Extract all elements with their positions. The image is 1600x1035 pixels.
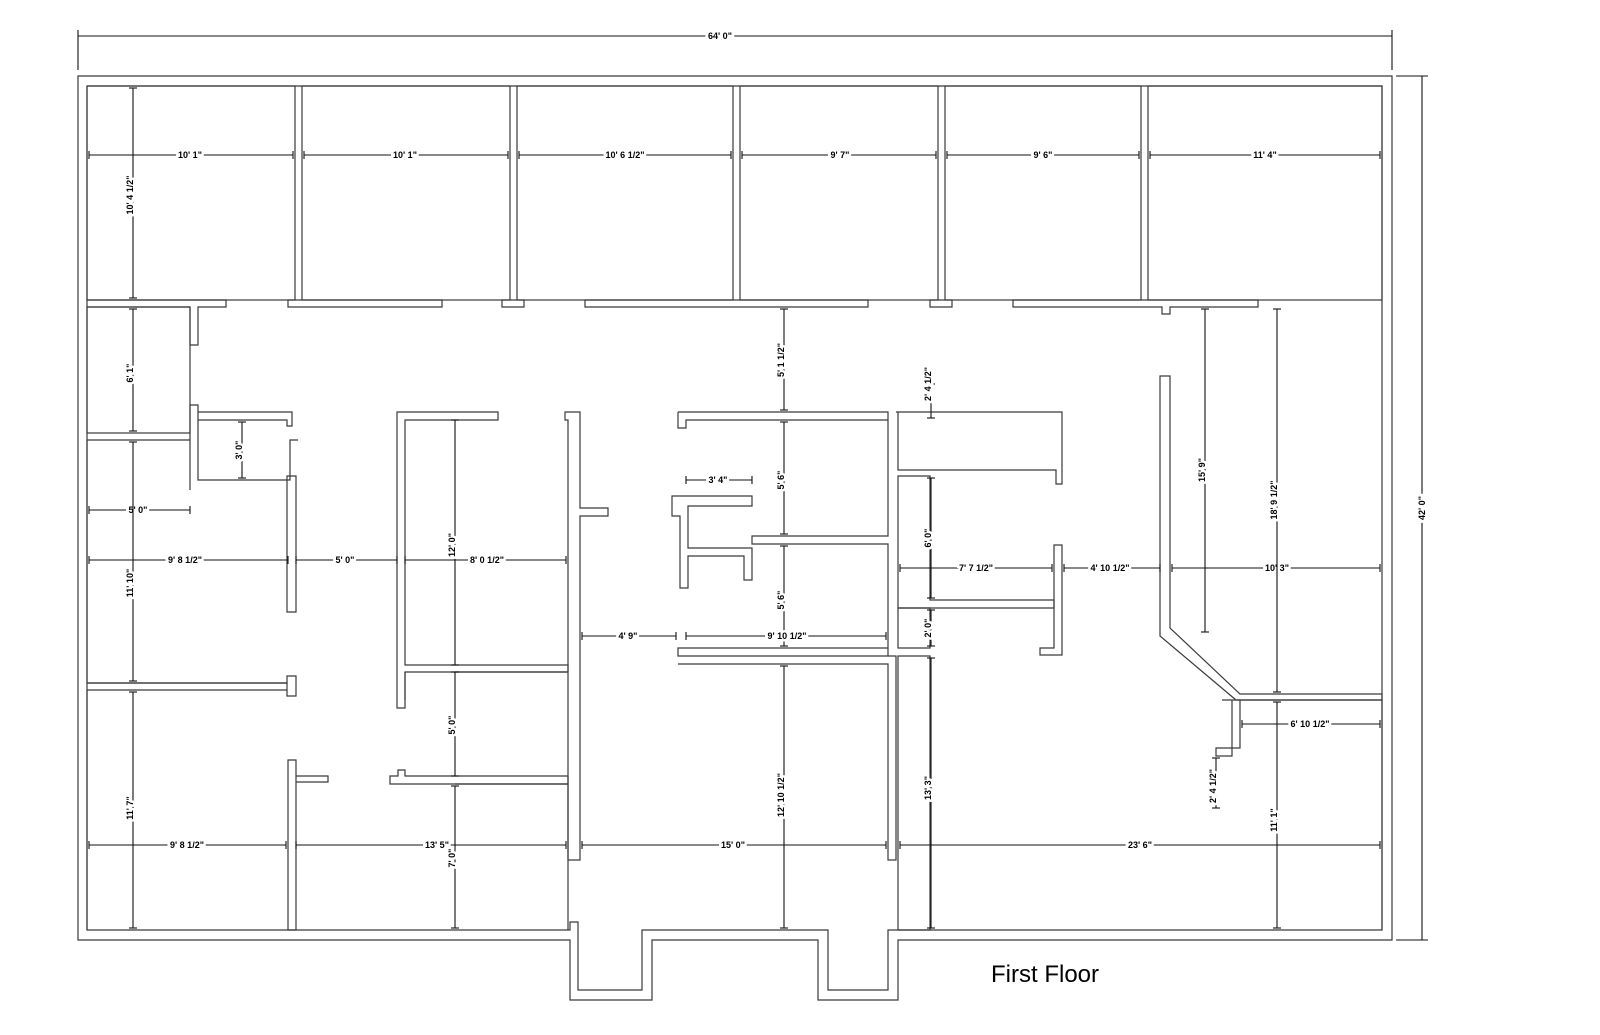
dimension-label-top-room-1-depth: 10' 4 1/2": [125, 176, 135, 215]
dimension-label-mid-room-width: 8' 0 1/2": [470, 555, 504, 565]
dimension-label-bottom-left-width: 9' 8 1/2": [170, 840, 204, 850]
dimension-label-right-lower-small: 2' 4 1/2": [1208, 769, 1218, 803]
dimension-label-left-room-b-depth: 11' 10": [125, 569, 135, 597]
dimension-label-bottom-mid-width: 13' 5": [425, 840, 449, 850]
dimension-label-mid-small: 5' 0": [447, 716, 457, 735]
dimension-label-right-small-b: 2' 0": [923, 619, 933, 638]
dimension-label-left-room-b-width: 9' 8 1/2": [168, 555, 202, 565]
overall-width-dimension: 64' 0": [77, 28, 1393, 70]
dimension-label-hall-right: 4' 10 1/2": [1091, 563, 1130, 573]
dimension-label-left-room-a: 5' 0": [129, 505, 148, 515]
dimension-label-right-big-depth-a: 15' 9": [1197, 458, 1207, 482]
dimension-label-hall-left: 5' 0": [336, 555, 355, 565]
dimension-label-center-room-width: 9' 10 1/2": [768, 631, 807, 641]
dimension-label-right-bottom-depth: 13' 3": [923, 776, 933, 800]
overall-width-label: 64' 0": [708, 31, 732, 41]
dimension-label-center-bottom-depth: 12' 10 1/2": [776, 773, 786, 817]
dimension-label-hall-mid: 4' 9": [619, 631, 638, 641]
dimension-label-top-room-5-width: 9' 6": [1034, 150, 1053, 160]
dimension-label-top-room-4-width: 9' 7": [831, 150, 850, 160]
dimension-label-right-room-width: 7' 7 1/2": [959, 563, 993, 573]
dimension-label-stair-room-b: 5' 6": [776, 591, 786, 610]
dimension-label-left-closet-depth: 6' 1": [125, 364, 135, 383]
dimension-label-mid-room-depth: 12' 0": [447, 533, 457, 557]
exterior-walls: [77, 75, 1393, 1001]
dimension-label-top-room-1-width: 10' 1": [178, 150, 202, 160]
dimension-label-right-lower-width: 6' 10 1/2": [1291, 719, 1330, 729]
dimension-label-stair-room-a: 5' 6": [776, 471, 786, 490]
dimension-label-right-small-a: 2' 4 1/2": [923, 367, 933, 401]
dimension-label-bottom-center-width: 15' 0": [721, 840, 745, 850]
overall-height-dimension: 42' 0": [1396, 75, 1430, 941]
dimension-label-top-room-6-width: 11' 4": [1253, 150, 1276, 160]
dimension-label-top-room-2-width: 10' 1": [393, 150, 417, 160]
overall-height-label: 42' 0": [1417, 496, 1427, 520]
dimension-label-corridor-depth: 5' 1 1/2": [776, 343, 786, 377]
dimension-label-top-room-3-width: 10' 6 1/2": [606, 150, 645, 160]
floor-title: First Floor: [991, 961, 1099, 988]
dimension-label-bottom-left-depth: 11' 7": [125, 796, 135, 819]
room-dimensions: 10' 1" 10' 4 1/2" 10' 1" 10' 6 1/2" 9' 7" 9' …: [88, 87, 1381, 929]
dimension-label-right-big-depth-b: 18' 9 1/2": [1269, 481, 1279, 520]
dimension-label-bottom-mid-depth: 7' 0": [447, 849, 457, 868]
dimension-label-stair-width: 3' 4": [709, 475, 728, 485]
dimension-label-small-closet: 3' 0": [234, 441, 244, 460]
dimension-label-right-room-depth: 6' 0": [923, 529, 933, 548]
dimension-label-bottom-right-width: 23' 6": [1128, 840, 1152, 850]
interior-walls: [86, 85, 1383, 931]
dimension-label-right-lower-depth: 11' 1": [1269, 808, 1279, 831]
